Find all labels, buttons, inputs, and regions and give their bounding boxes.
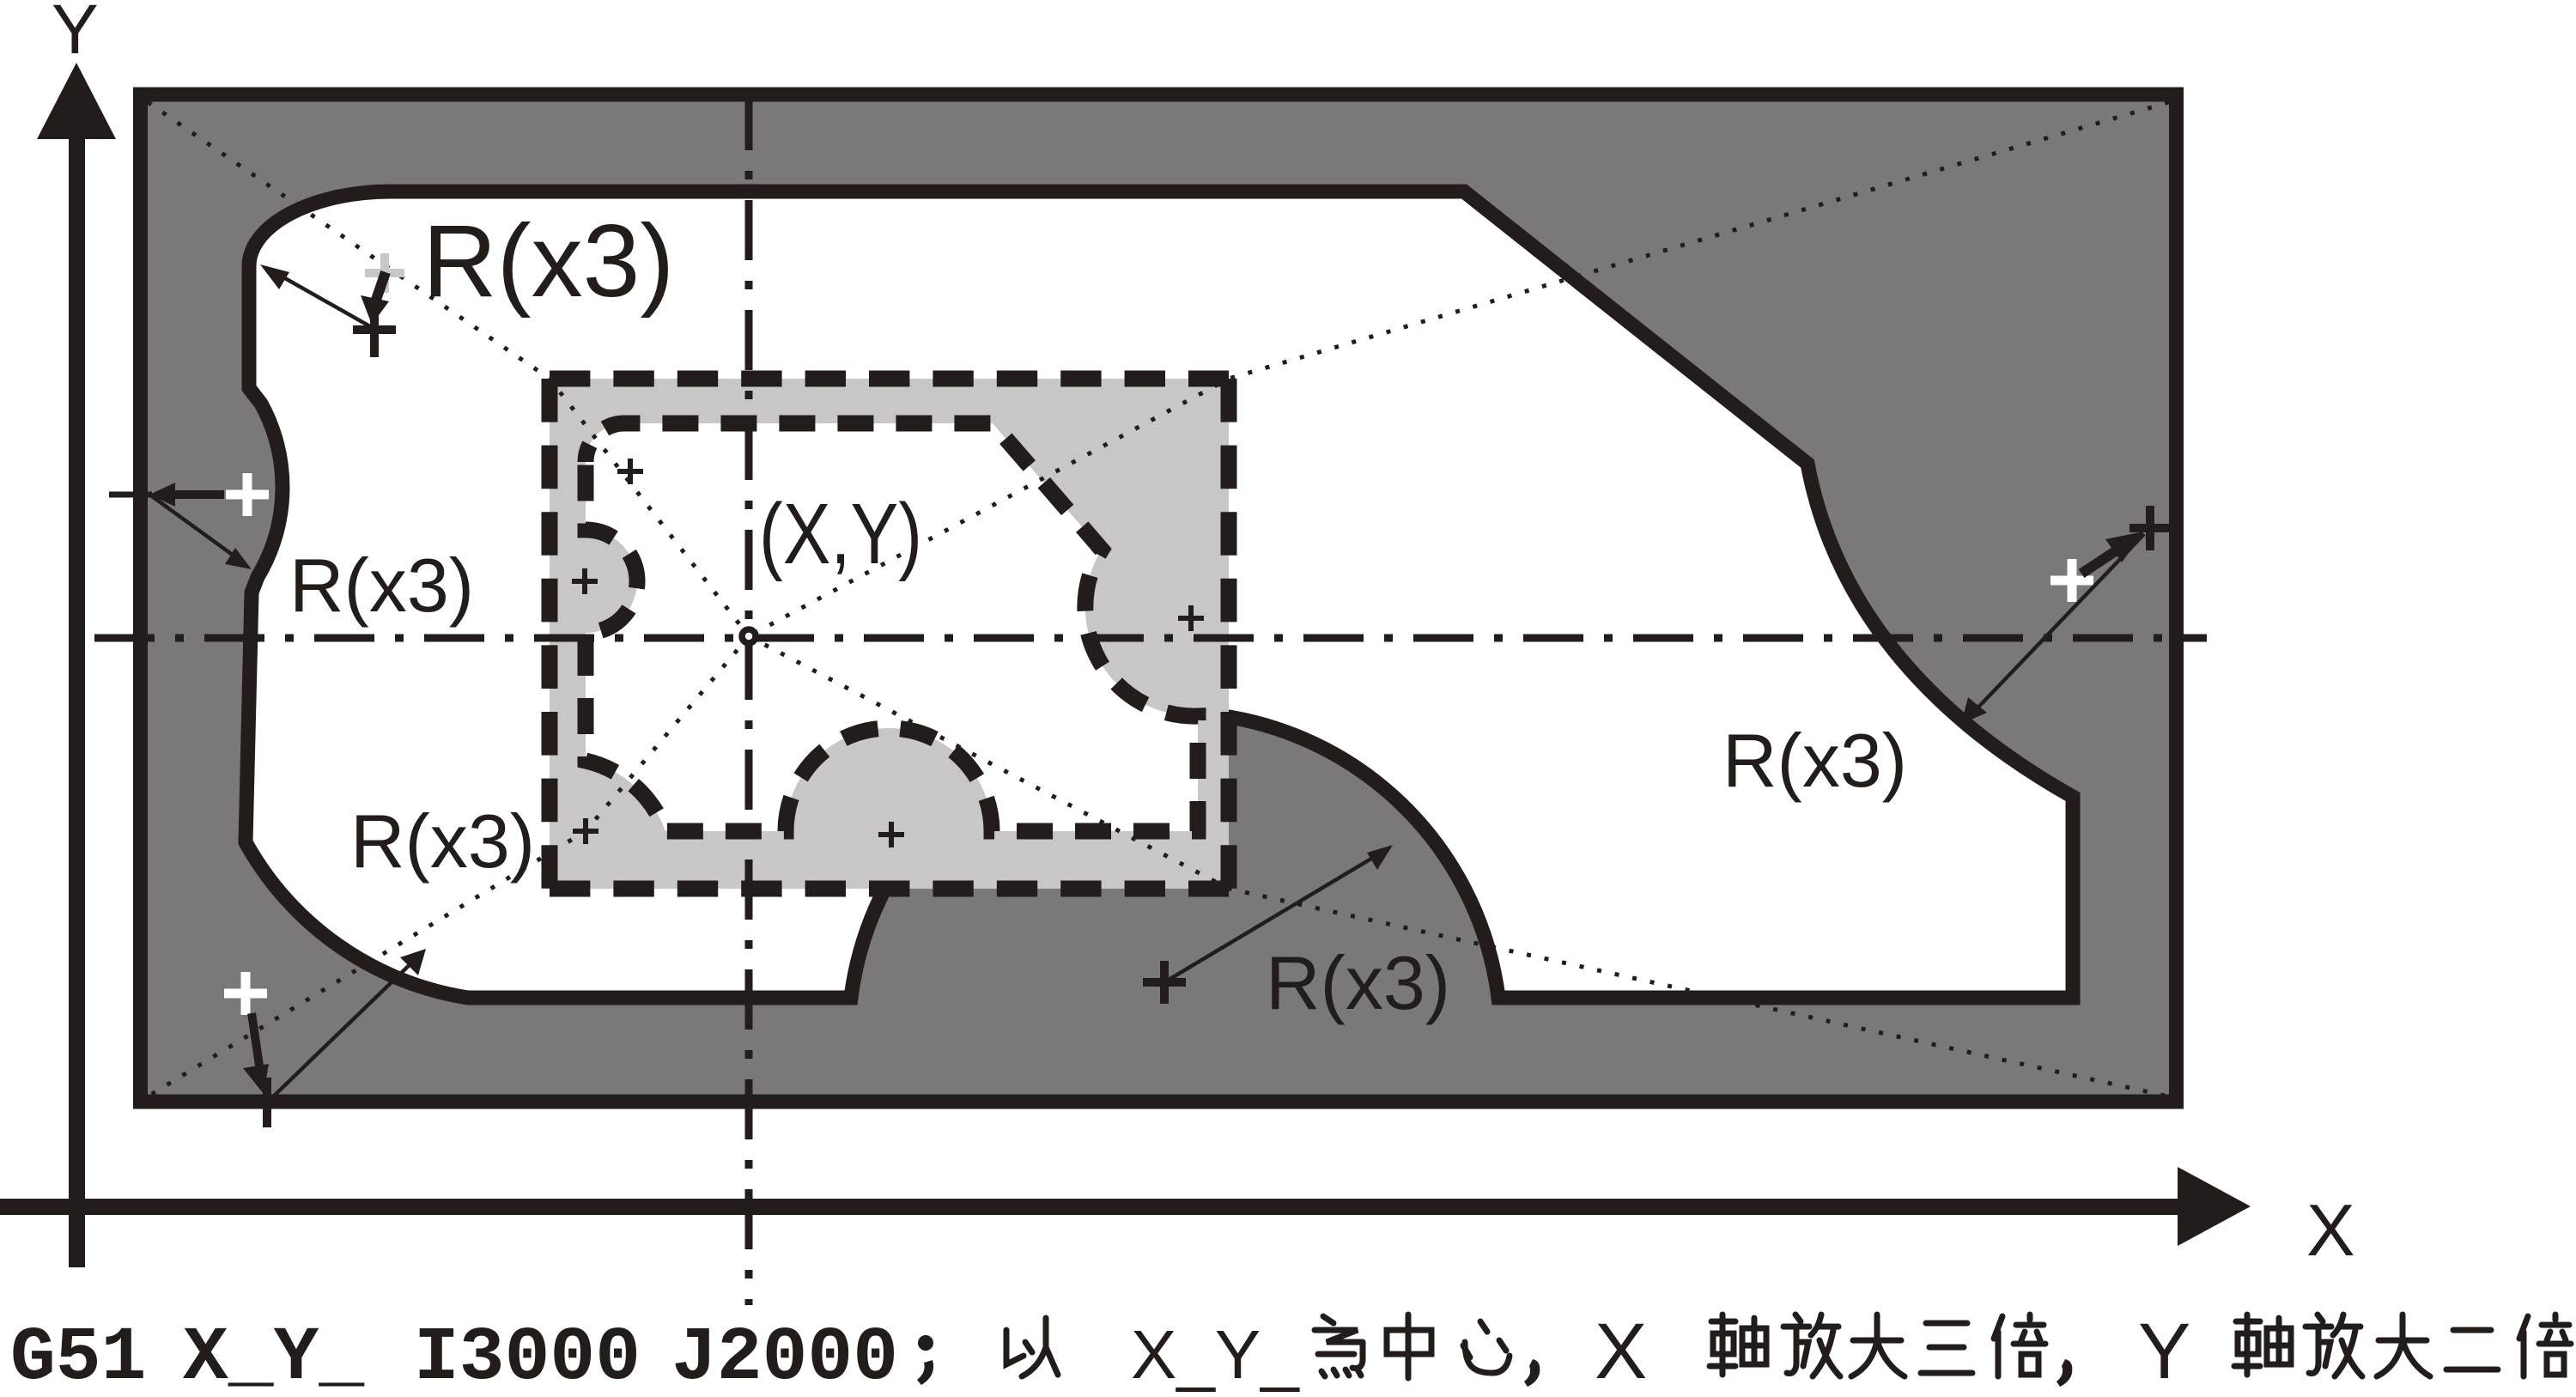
svg-text:I3000: I3000	[414, 1316, 641, 1397]
svg-text:G51: G51	[10, 1316, 146, 1397]
svg-text:R(x3): R(x3)	[350, 799, 535, 884]
svg-text:Y: Y	[52, 0, 99, 69]
svg-text:J2000: J2000	[671, 1316, 898, 1397]
svg-text:X_Y_: X_Y_	[1131, 1316, 1300, 1393]
svg-text:Y: Y	[2138, 1308, 2190, 1395]
svg-text:(X,Y): (X,Y)	[759, 486, 922, 582]
svg-text:X: X	[1595, 1308, 1647, 1395]
svg-text:R(x3): R(x3)	[289, 543, 474, 628]
svg-text:X: X	[2306, 1190, 2355, 1272]
svg-text:R(x3): R(x3)	[1722, 718, 1907, 803]
svg-text:R(x3): R(x3)	[1266, 940, 1450, 1025]
svg-text:X_Y_: X_Y_	[183, 1316, 364, 1397]
svg-text:R(x3): R(x3)	[422, 203, 674, 319]
